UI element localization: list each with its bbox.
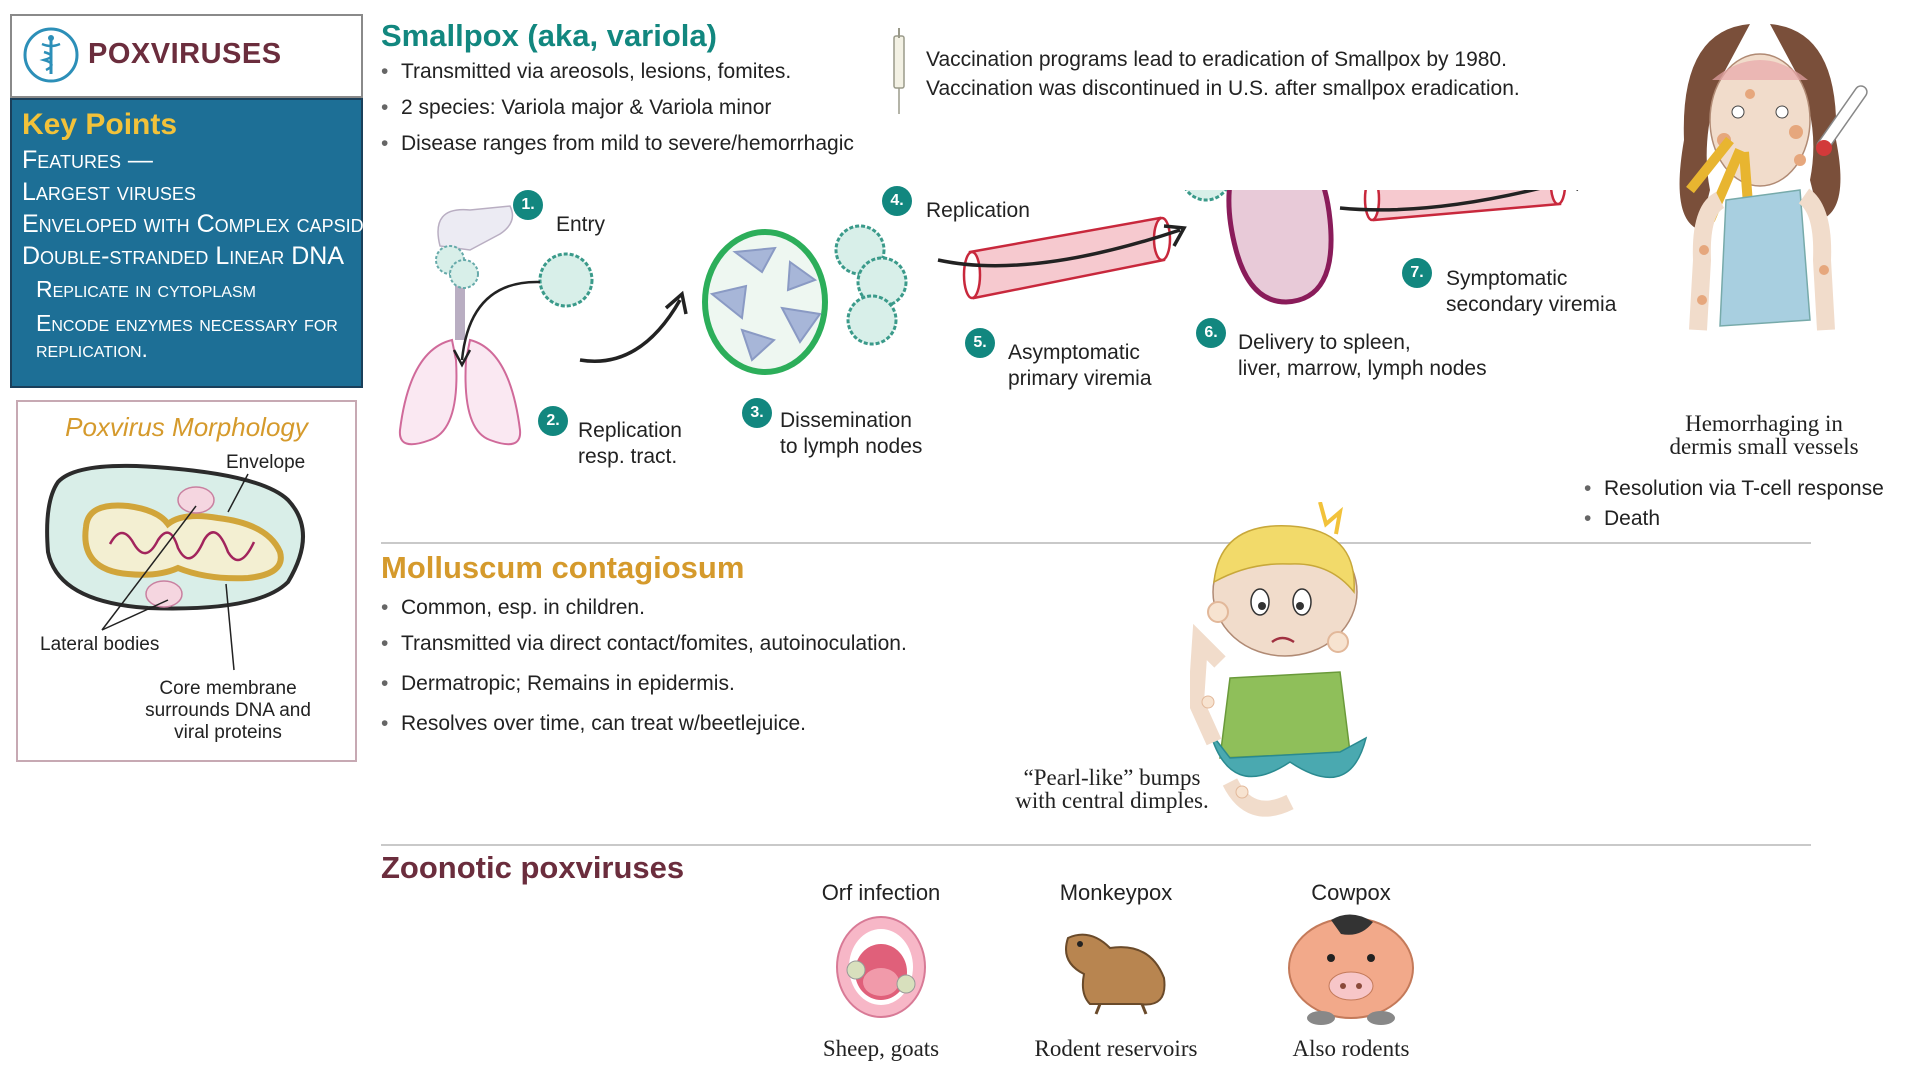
- molluscum-caption: with central dimples.: [1015, 788, 1209, 813]
- zoonotic-name-orf: Orf infection: [821, 880, 941, 905]
- step-label: liver, marrow, lymph nodes: [1238, 357, 1487, 380]
- zoonotic-name-cowpox: Cowpox: [1311, 880, 1391, 905]
- outcome-bullet: •Resolution via T-cell response: [1584, 477, 1884, 500]
- vaccination-note: Vaccination programs lead to eradication…: [926, 48, 1507, 71]
- step-label: resp. tract.: [578, 445, 678, 468]
- section-divider: [381, 542, 1811, 544]
- outcome-bullet: •Death: [1584, 507, 1661, 530]
- key-point: Encode enzymes necessary for: [36, 310, 338, 336]
- key-point: Double-stranded Linear DNA: [22, 242, 344, 270]
- zoonotic-host-cowpox: Also rodents: [1292, 1036, 1410, 1061]
- molluscum-caption: “Pearl-like” bumps: [1023, 765, 1201, 790]
- key-point: Enveloped with Complex capsid: [22, 210, 364, 238]
- step-label: Asymptomatic: [1008, 341, 1140, 364]
- step-badge: 7.: [1402, 258, 1432, 288]
- page-title: POXVIRUSES: [88, 38, 282, 70]
- step-badge: 6.: [1196, 318, 1226, 348]
- label-lateral-bodies: Lateral bodies: [40, 634, 160, 655]
- step-label: secondary viremia: [1446, 293, 1617, 316]
- child-illustration: [1190, 502, 1368, 817]
- molluscum-bullet: •Transmitted via direct contact/fomites,…: [381, 632, 907, 655]
- step-badge: 3.: [742, 398, 772, 428]
- label-core-membrane-3: viral proteins: [174, 722, 282, 743]
- step-badge: 4.: [882, 186, 912, 216]
- hemorrhage-caption: Hemorrhaging in: [1685, 411, 1843, 436]
- step-label: Symptomatic: [1446, 267, 1568, 290]
- molluscum-bullet: •Dermatropic; Remains in epidermis.: [381, 672, 735, 695]
- smallpox-pathway-illustration: [398, 190, 1579, 446]
- rodent-icon: [1065, 933, 1166, 1015]
- step-badge: 2.: [538, 406, 568, 436]
- morphology-panel: Poxvirus Morphology Envelope Lateral bod…: [16, 400, 357, 762]
- smallpox-bullet: •Disease ranges from mild to severe/hemo…: [381, 132, 854, 155]
- step-label: Replication: [578, 419, 682, 442]
- step-label: Entry: [556, 213, 606, 236]
- key-points-title: Key Points: [22, 108, 178, 141]
- vaccination-note: Vaccination was discontinued in U.S. aft…: [926, 77, 1520, 100]
- smallpox-bullet: •2 species: Variola major & Variola mino…: [381, 96, 772, 119]
- zoonotic-host-orf: Sheep, goats: [822, 1036, 940, 1061]
- step-label: Replication: [926, 199, 1030, 222]
- section-divider: [381, 844, 1811, 846]
- smallpox-title: Smallpox (aka, variola): [381, 18, 717, 53]
- step-badge: 5.: [965, 328, 995, 358]
- poxvirus-morphology-illustration: [45, 463, 305, 671]
- cow-icon: [1288, 914, 1414, 1025]
- key-point: Largest viruses: [22, 178, 196, 206]
- caduceus-logo-icon: [23, 27, 79, 83]
- key-point: Replicate in cytoplasm: [36, 276, 256, 302]
- zoonotic-title: Zoonotic poxviruses: [381, 850, 685, 885]
- step-badge: 1.: [513, 190, 543, 220]
- smallpox-bullet: •Transmitted via areosols, lesions, fomi…: [381, 60, 792, 83]
- key-points-panel: Key Points Features — Largest viruses En…: [10, 98, 364, 388]
- step-label: Delivery to spleen,: [1238, 331, 1411, 354]
- label-envelope: Envelope: [226, 452, 306, 473]
- step-label: to lymph nodes: [780, 435, 923, 458]
- key-point: replication.: [36, 336, 148, 362]
- hemorrhage-caption: dermis small vessels: [1669, 434, 1859, 459]
- step-label: primary viremia: [1008, 367, 1152, 390]
- zoonotic-name-monkeypox: Monkeypox: [1059, 880, 1173, 905]
- molluscum-bullet: •Resolves over time, can treat w/beetlej…: [381, 712, 807, 735]
- brand-header: POXVIRUSES: [10, 14, 363, 98]
- open-mouth-icon: [836, 916, 926, 1018]
- smallpox-patient-illustration: [1679, 24, 1868, 331]
- thermometer-icon: [1816, 85, 1868, 156]
- label-core-membrane-1: Core membrane: [159, 678, 297, 699]
- molluscum-title: Molluscum contagiosum: [381, 550, 745, 585]
- label-core-membrane-2: surrounds DNA and: [145, 700, 311, 721]
- morphology-title: Poxvirus Morphology: [65, 412, 308, 442]
- molluscum-bullet: •Common, esp. in children.: [381, 596, 645, 619]
- key-point: Features —: [22, 146, 153, 174]
- step-label: Dissemination: [780, 409, 912, 432]
- zoonotic-host-monkeypox: Rodent reservoirs: [1034, 1036, 1198, 1061]
- syringe-icon: [893, 28, 905, 114]
